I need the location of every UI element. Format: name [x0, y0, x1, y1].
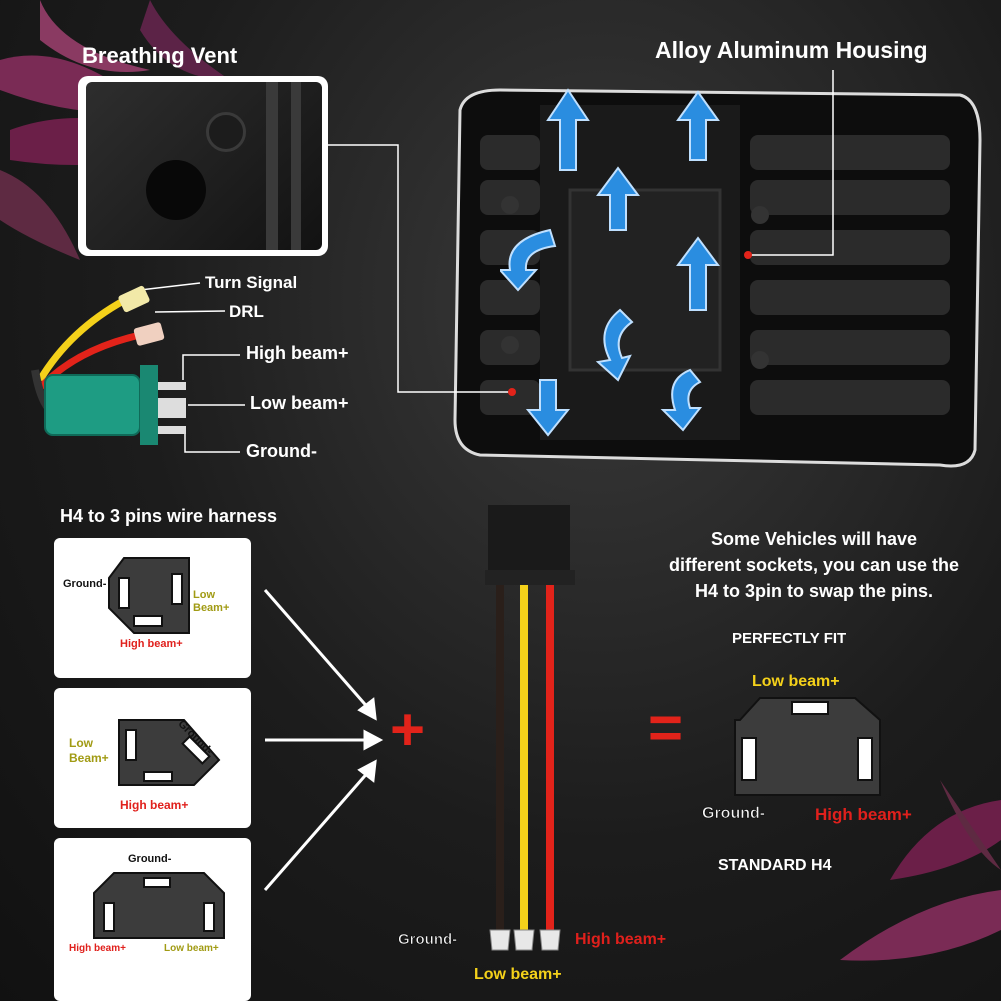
standard-h4-label: STANDARD H4 [718, 857, 832, 874]
card3-ground-label: Ground- [128, 853, 172, 865]
card3-low-label: Low beam+ [164, 943, 219, 954]
adapter-connector [485, 505, 575, 951]
perfectly-fit-label: PERFECTLY FIT [732, 630, 847, 647]
plus-symbol: + [390, 696, 426, 763]
wire-label-drl: DRL [229, 302, 264, 321]
h4-connector-harness [31, 285, 186, 445]
vent-hole-icon [146, 160, 206, 220]
socket-card-3: Ground- High beam+ Low beam+ [54, 838, 251, 1001]
standard-h4-socket [734, 697, 881, 796]
plant-decoration-bottom-right [840, 780, 1001, 961]
housing-label: Alloy Aluminum Housing [655, 37, 928, 63]
result-high-label: High beam+ [815, 805, 912, 824]
card2-high-label: High beam+ [120, 798, 189, 812]
compatibility-note: Some Vehicles will have different socket… [668, 529, 960, 601]
card1-ground-label: Ground- [63, 578, 107, 590]
pin-label-high: High beam+ [575, 931, 667, 948]
wire-label-turn-signal: Turn Signal [205, 273, 298, 292]
vent-screw-icon [206, 112, 246, 152]
headlight-housing [453, 88, 982, 468]
airflow-arrows [500, 88, 720, 437]
result-low-label: Low beam+ [752, 673, 840, 690]
card3-high-label: High beam+ [69, 943, 126, 954]
pin-label-low: Low beam+ [474, 966, 562, 983]
pin-label-ground: Ground- [398, 931, 458, 949]
wire-label-low-beam: Low beam+ [250, 393, 349, 413]
card1-low-label: Low Beam+ [193, 589, 230, 614]
wire-label-high-beam: High beam+ [246, 343, 349, 363]
converging-arrows [263, 589, 384, 891]
card2-low-label: Low Beam+ [69, 736, 109, 765]
socket-card-1: Ground- Low Beam+ High beam+ [54, 538, 251, 678]
socket-card-2: Ground- Low Beam+ High beam+ [54, 688, 251, 828]
card1-high-label: High beam+ [120, 638, 183, 650]
wire-label-ground: Ground- [246, 441, 317, 461]
equals-symbol: = [648, 694, 684, 761]
callout-lines [139, 70, 834, 453]
harness-title: H4 to 3 pins wire harness [60, 506, 278, 526]
vent-label: Breathing Vent [82, 43, 238, 68]
vent-inset [78, 76, 328, 256]
result-ground-label: Ground- [702, 805, 766, 823]
